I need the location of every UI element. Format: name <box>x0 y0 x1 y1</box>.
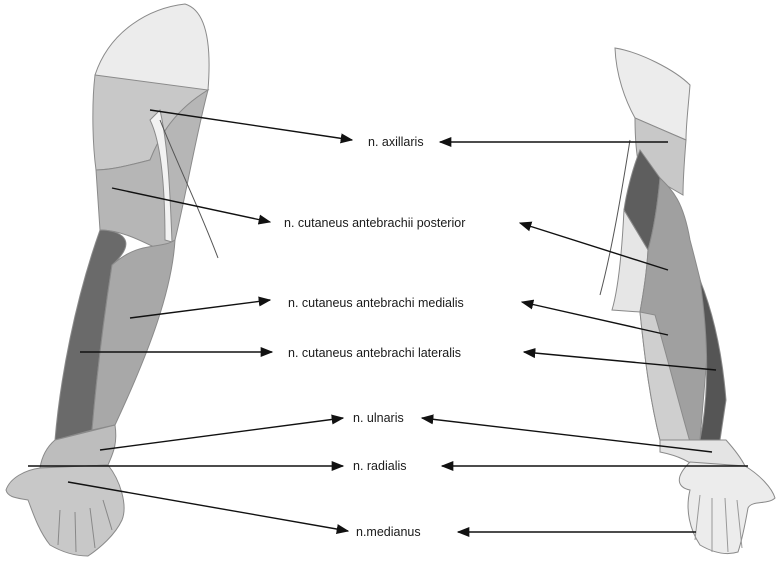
label-axillaris: n. axillaris <box>368 135 424 149</box>
label-cutaneus-antebrachi-lateralis: n. cutaneus antebrachi lateralis <box>288 346 461 360</box>
label-medianus: n.medianus <box>356 525 421 539</box>
right-arm <box>600 48 775 554</box>
label-radialis: n. radialis <box>353 459 407 473</box>
label-cutaneus-antebrachii-posterior: n. cutaneus antebrachii posterior <box>284 216 465 230</box>
left-arm <box>6 4 218 556</box>
label-ulnaris: n. ulnaris <box>353 411 404 425</box>
labels: n. axillaris n. cutaneus antebrachii pos… <box>284 135 465 539</box>
label-cutaneus-antebrachi-medialis: n. cutaneus antebrachi medialis <box>288 296 464 310</box>
arrow-ulnaris-left <box>100 418 343 450</box>
